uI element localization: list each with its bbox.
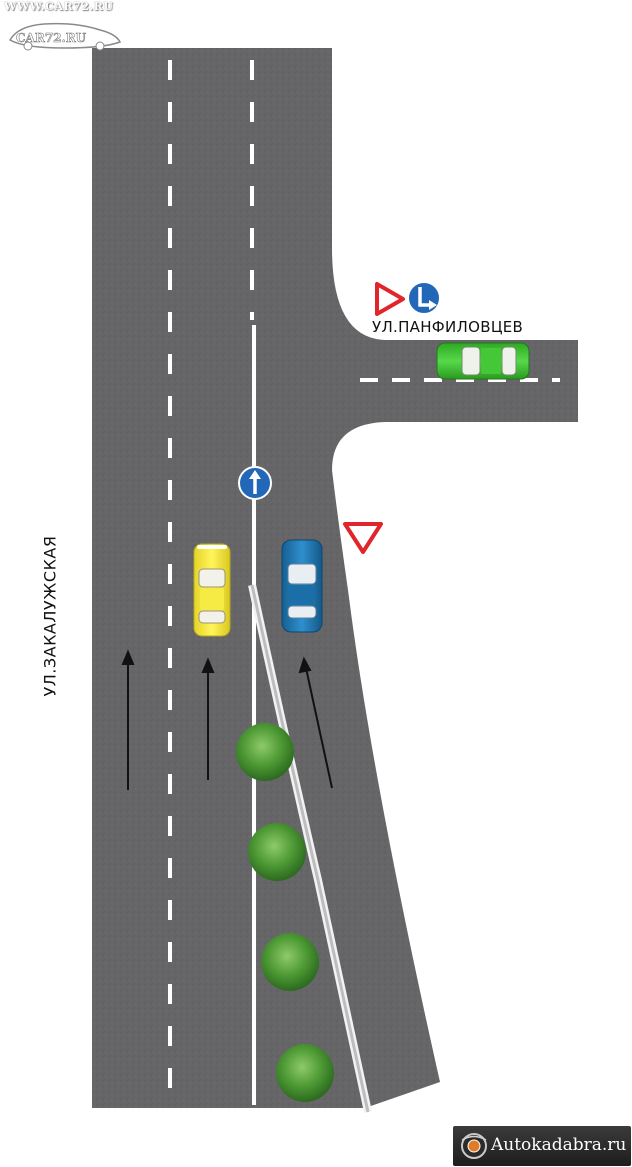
bush xyxy=(248,823,306,881)
watermark-url: WWW.CAR72.RU xyxy=(4,0,114,13)
bush xyxy=(276,1044,334,1102)
lane-markings xyxy=(168,60,560,1113)
street-label-main: УЛ.ЗАКАЛУЖСКАЯ xyxy=(40,535,60,697)
straight-arrow-sign xyxy=(238,466,272,500)
bush xyxy=(236,723,294,781)
turn-direction-sign xyxy=(407,281,441,315)
green-car xyxy=(436,342,530,380)
brand-text: Autokadabra.ru xyxy=(491,1135,627,1155)
direction-arrows xyxy=(121,649,333,790)
car-logo-icon: CAR72.RU xyxy=(8,22,122,51)
blue-car xyxy=(281,539,323,633)
yellow-car xyxy=(193,543,231,637)
yield-sign-main xyxy=(343,522,383,554)
wheel-logo-icon xyxy=(461,1133,487,1159)
brand-badge: Autokadabra.ru xyxy=(453,1126,631,1166)
yield-sign-side xyxy=(375,282,405,316)
bush xyxy=(261,933,319,991)
median-bushes xyxy=(236,723,334,1102)
watermark-logo-text: CAR72.RU xyxy=(16,31,87,45)
street-label-side: УЛ.ПАНФИЛОВЦЕВ xyxy=(372,318,524,336)
